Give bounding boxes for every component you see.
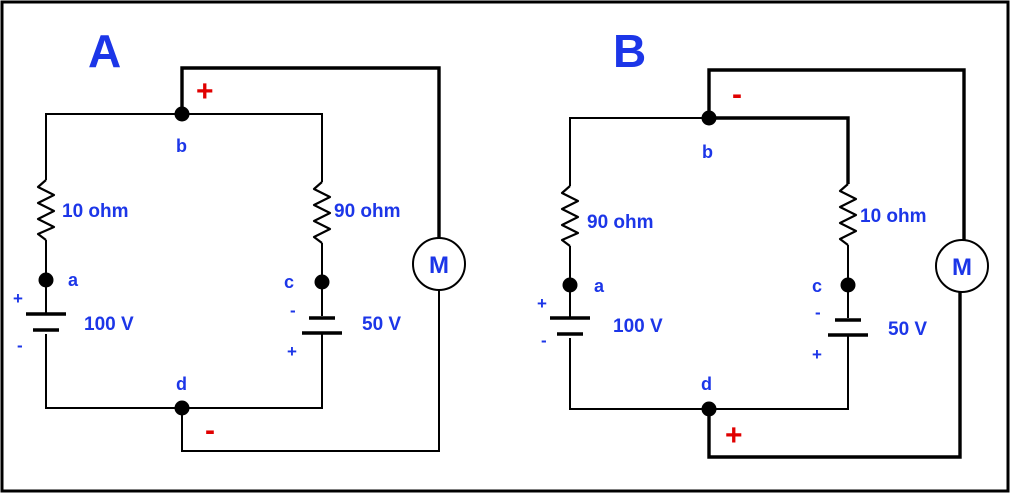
circuit-a-title: A xyxy=(88,25,121,77)
circuit-a-right-wire xyxy=(182,113,323,182)
circuit-a-right-battery-bottom-polarity: + xyxy=(287,342,297,361)
circuit-b-left-wire xyxy=(569,117,709,186)
circuit-b-left-resistor-label: 90 ohm xyxy=(587,212,654,233)
circuit-a-left-battery-label: 100 V xyxy=(84,314,134,335)
circuit-a-meter-lead-bottom xyxy=(181,290,440,452)
circuit-a-meter-label: M xyxy=(429,252,449,279)
circuit-a-node-d-dot xyxy=(174,400,190,416)
circuit-a-node-c-dot xyxy=(314,274,330,290)
circuit-a-resistor-right xyxy=(312,181,332,244)
circuit-b-right-resistor-label: 10 ohm xyxy=(860,206,927,227)
circuit-a-left-resistor-label: 10 ohm xyxy=(62,201,129,222)
circuit-a-resistor-left xyxy=(36,179,56,241)
circuit-a-meter-lead-top xyxy=(180,66,441,238)
circuit-b-right-wire xyxy=(709,116,850,184)
circuit-b-node-c-dot xyxy=(840,277,856,293)
circuit-a-meter xyxy=(412,237,466,291)
circuit-b-resistor-left xyxy=(560,185,580,247)
circuit-b-left-battery-label: 100 V xyxy=(613,316,663,337)
circuit-a-left-battery-top-polarity: + xyxy=(13,289,23,308)
circuit-a: A M 10 ohm 90 ohm 100 V 50 V b a c xyxy=(13,25,466,452)
circuit-a-right-battery-label: 50 V xyxy=(362,314,401,335)
circuit-b-meter xyxy=(935,239,989,293)
circuit-b-node-b-dot xyxy=(701,110,717,126)
circuit-b: B M 90 ohm 10 ohm 100 V 50 V b a c xyxy=(537,25,989,459)
circuit-b-right-battery-label: 50 V xyxy=(888,319,927,340)
circuit-b-meter-lead-bottom xyxy=(707,292,962,459)
circuit-a-node-d-label: d xyxy=(176,374,187,394)
circuit-b-node-d-label: d xyxy=(701,374,712,394)
circuit-b-meter-lead-top xyxy=(707,68,966,240)
circuit-a-right-battery-top-polarity: - xyxy=(290,301,296,320)
circuit-a-node-b-dot xyxy=(174,106,190,122)
circuit-b-bottom-terminal-sign: + xyxy=(725,419,743,452)
circuit-b-left-battery-bottom-polarity: - xyxy=(541,331,547,350)
circuit-b-node-a-dot xyxy=(562,277,578,293)
circuit-b-right-battery-bottom-polarity: + xyxy=(812,345,822,364)
circuit-b-left-battery-top-polarity: + xyxy=(537,294,547,313)
circuit-b-resistor-right xyxy=(838,183,858,246)
circuit-a-right-resistor-label: 90 ohm xyxy=(334,201,401,222)
circuit-a-left-battery-bottom-polarity: - xyxy=(17,336,23,355)
circuit-b-node-b-label: b xyxy=(702,142,713,162)
circuit-b-node-d-dot xyxy=(701,401,717,417)
circuit-a-node-a-dot xyxy=(38,272,54,288)
circuit-a-bottom-terminal-sign: - xyxy=(205,414,215,447)
circuit-b-right-battery-top-polarity: - xyxy=(815,303,821,322)
circuit-a-left-wire xyxy=(45,113,182,180)
circuit-a-top-terminal-sign: + xyxy=(196,75,214,108)
circuit-b-meter-label: M xyxy=(952,254,972,281)
circuit-a-node-b-label: b xyxy=(176,136,187,156)
circuit-b-top-terminal-sign: - xyxy=(732,78,742,111)
circuit-b-node-a-label: a xyxy=(594,276,605,296)
circuit-b-node-c-label: c xyxy=(812,276,822,296)
circuit-a-node-a-label: a xyxy=(68,270,79,290)
circuit-b-title: B xyxy=(613,25,646,77)
circuit-a-node-c-label: c xyxy=(284,272,294,292)
